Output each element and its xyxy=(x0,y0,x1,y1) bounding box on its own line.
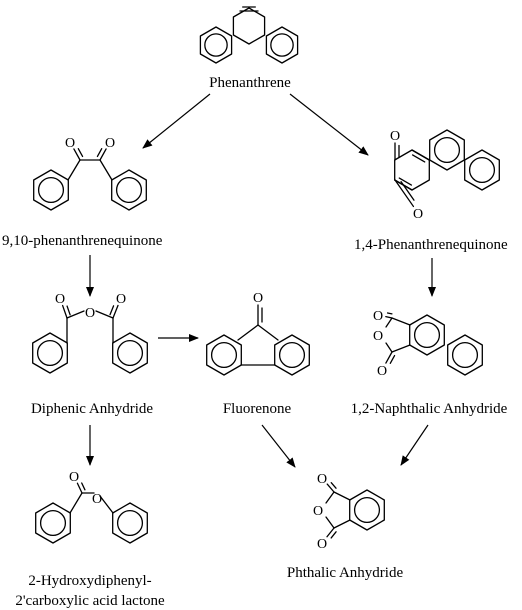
carbonyl-oxygen-atom: O xyxy=(253,291,263,306)
carbonyl-oxygen-atom: O xyxy=(55,292,65,307)
ring-oxygen-atom: O xyxy=(313,504,323,519)
label-phthalic-anhydride: Phthalic Anhydride xyxy=(287,565,404,581)
carbonyl-oxygen-atom: O xyxy=(69,470,79,485)
arrow-phenanthrene-to-910-quinone xyxy=(142,93,211,149)
ring-oxygen-atom: O xyxy=(85,306,95,321)
label-1-2-naphthalic-anhydride: 1,2-Naphthalic Anhydride xyxy=(351,401,508,417)
phthalic-anhydride-structure: O O O xyxy=(313,472,385,552)
arrow-fluorenone-to-phthalic xyxy=(261,424,296,468)
ring-oxygen-atom: O xyxy=(373,329,383,344)
carbonyl-oxygen-atom: O xyxy=(373,309,383,324)
ring-oxygen-atom: O xyxy=(92,492,102,507)
phenanthrene-structure xyxy=(199,6,299,64)
carbonyl-oxygen-atom: O xyxy=(317,472,327,487)
carbonyl-oxygen-atom: O xyxy=(65,136,75,151)
1-4-phenanthrenequinone-structure: OO xyxy=(390,129,500,222)
fluorenone-structure: O xyxy=(206,291,310,376)
label-fluorenone: Fluorenone xyxy=(223,401,292,417)
carbonyl-oxygen-atom: O xyxy=(377,364,387,379)
1-2-naphthalic-anhydride-structure: OOO xyxy=(373,309,483,379)
arrow-naphthalic-to-phthalic xyxy=(400,424,429,466)
lactone-structure: OO xyxy=(35,470,148,544)
arrow-phenanthrene-to-14-quinone xyxy=(289,93,369,156)
label-diphenic-anhydride: Diphenic Anhydride xyxy=(31,401,153,417)
carbonyl-oxygen-atom: O xyxy=(317,537,327,552)
carbonyl-oxygen-atom: O xyxy=(390,129,400,144)
carbonyl-oxygen-atom: O xyxy=(413,207,423,222)
carbonyl-oxygen-atom: O xyxy=(116,292,126,307)
label-phenanthrene: Phenanthrene xyxy=(209,75,291,91)
label-lactone-line-1: 2-Hydroxydiphenyl- xyxy=(28,573,151,589)
label-1-4-phenanthrenequinone: 1,4-Phenanthrenequinone xyxy=(354,237,508,253)
label-9-10-phenanthrenequinone: 9,10-phenanthrenequinone xyxy=(2,233,163,249)
label-lactone-line-2: 2'carboxylic acid lactone xyxy=(15,593,165,609)
carbonyl-oxygen-atom: O xyxy=(105,136,115,151)
